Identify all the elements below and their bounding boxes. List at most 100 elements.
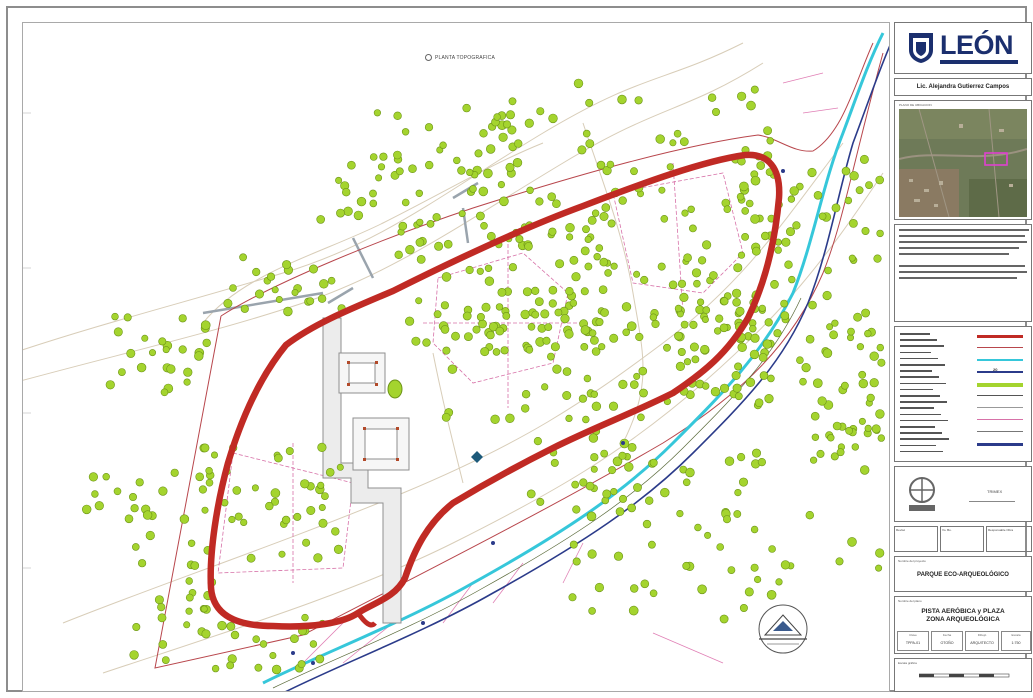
tree — [565, 287, 574, 296]
tree — [548, 285, 558, 295]
tree — [486, 330, 495, 340]
tree — [554, 308, 563, 317]
legend-swatch — [977, 383, 1023, 387]
tree — [111, 312, 119, 321]
tree — [824, 266, 832, 275]
tree — [541, 383, 549, 391]
stream — [262, 32, 885, 685]
tree — [565, 233, 574, 241]
tree — [240, 304, 249, 313]
tree — [550, 458, 559, 467]
tree — [710, 387, 721, 397]
project-name: PARQUE ECO-ARQUEOLÓGICO — [917, 572, 1009, 578]
tree — [113, 327, 123, 337]
tree — [252, 267, 261, 277]
tree — [442, 346, 451, 355]
tree — [126, 348, 136, 358]
tree — [864, 329, 872, 338]
tree — [179, 514, 190, 524]
sign-cell-responsible: Responsable Obra — [986, 526, 1032, 552]
tree — [727, 566, 736, 574]
tree — [817, 396, 827, 406]
tree — [599, 212, 609, 222]
tree — [335, 176, 343, 184]
survey-zones — [217, 162, 744, 583]
tree — [502, 311, 511, 320]
legend-label — [900, 351, 931, 354]
tree — [483, 168, 493, 179]
tree — [317, 442, 327, 453]
tree — [734, 392, 743, 401]
tree — [317, 294, 327, 303]
tree — [469, 185, 477, 193]
tree — [866, 393, 875, 403]
tree — [801, 363, 811, 373]
tree — [475, 211, 485, 221]
tree — [681, 209, 689, 217]
tree — [185, 607, 193, 615]
tree — [637, 413, 645, 422]
tree — [590, 335, 599, 345]
tree — [547, 192, 557, 201]
tree — [185, 593, 194, 602]
tree — [876, 229, 884, 238]
tree — [157, 613, 167, 623]
tree — [240, 518, 248, 527]
tree — [497, 287, 507, 297]
tree — [320, 492, 329, 500]
tree — [411, 336, 421, 346]
tree — [749, 325, 757, 333]
tree — [732, 297, 741, 307]
legend-label — [900, 407, 934, 409]
legend-number: 20 — [993, 367, 998, 372]
tree — [668, 280, 678, 290]
tree — [373, 109, 382, 117]
tree — [701, 382, 710, 390]
tree — [633, 270, 641, 278]
tree — [875, 564, 883, 572]
tree — [640, 275, 649, 285]
tree — [317, 481, 325, 490]
tree — [689, 342, 699, 352]
legend-swatch — [977, 347, 1023, 348]
tree — [734, 489, 742, 497]
tree — [737, 342, 747, 352]
tree — [750, 563, 759, 572]
tree — [333, 544, 344, 555]
tree — [758, 352, 768, 362]
tree — [580, 325, 590, 335]
tree — [135, 478, 144, 487]
tree — [481, 302, 491, 312]
tree — [157, 602, 166, 612]
tree — [309, 640, 318, 648]
tree — [701, 240, 712, 250]
tree — [683, 358, 692, 366]
tree — [853, 312, 862, 322]
tree — [756, 161, 766, 170]
tree — [318, 518, 328, 528]
logo-box: LEÓN — [894, 22, 1032, 74]
tree — [484, 264, 493, 273]
tree — [499, 196, 509, 207]
tree — [736, 91, 747, 101]
tree — [302, 538, 311, 547]
tree — [788, 275, 796, 284]
tree — [505, 110, 515, 120]
tree — [166, 364, 176, 374]
tree — [275, 295, 283, 303]
tree — [588, 607, 596, 615]
tree — [578, 394, 588, 403]
tree — [757, 458, 767, 467]
tree — [608, 401, 619, 411]
road-nodes — [291, 169, 785, 665]
tree — [301, 613, 309, 622]
tree — [230, 630, 240, 640]
tree — [226, 661, 235, 670]
tree — [178, 314, 187, 323]
tree — [123, 313, 132, 322]
tree — [535, 197, 544, 206]
tree — [746, 100, 756, 111]
tree — [606, 160, 615, 169]
